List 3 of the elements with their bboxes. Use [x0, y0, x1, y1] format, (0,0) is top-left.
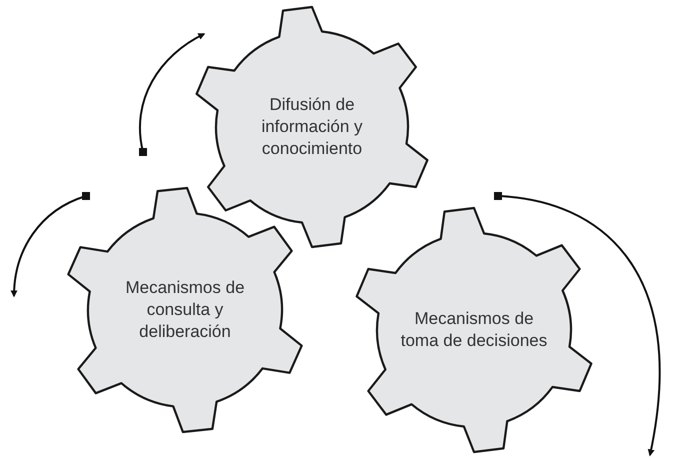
gear-label: Difusión de información y conocimiento: [260, 94, 364, 160]
gear-label: Mecanismos de toma de decisiones: [400, 308, 548, 352]
gear-label: Mecanismos de consulta y deliberación: [124, 277, 246, 343]
